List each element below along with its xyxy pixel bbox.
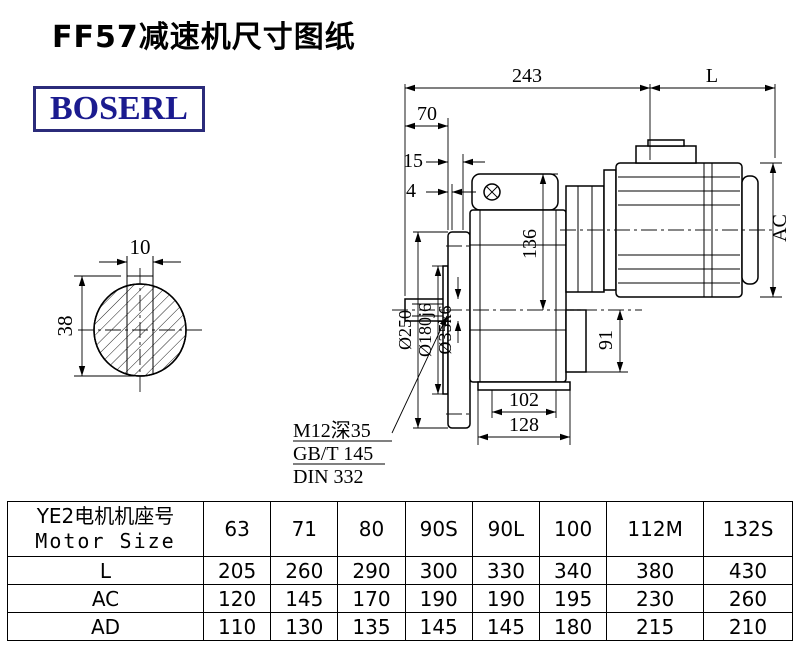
- housing-boss: [565, 309, 587, 373]
- main-view: [404, 139, 759, 429]
- table-cell: 260: [703, 584, 793, 613]
- dim-4: 4: [406, 180, 416, 202]
- motor-size-header-cn: YE2电机机座号: [36, 504, 175, 528]
- row-label: AD: [7, 612, 204, 641]
- table-cell: 260: [270, 556, 339, 585]
- dim-l: L: [706, 65, 718, 87]
- gearbox-housing: [469, 173, 587, 391]
- dim-ac: AC: [769, 214, 791, 242]
- motor-size-column: 90L: [471, 501, 541, 557]
- std-gb-note: GB/T 145: [293, 443, 373, 465]
- table-cell: 195: [539, 584, 608, 613]
- terminal-box: [635, 145, 697, 164]
- table-cell: 340: [539, 556, 608, 585]
- table-cell: 145: [404, 612, 473, 641]
- table-cell: 290: [337, 556, 406, 585]
- motor: [565, 139, 759, 298]
- dimensions: 243 L 70 15 4 10 38 AC 136 91 102 128 Ø2…: [53, 65, 791, 488]
- table-cell: 120: [202, 584, 272, 613]
- motor-dimension-table: YE2电机机座号 Motor Size 63 71 80 90S 90L 100…: [7, 501, 793, 641]
- table-cell: 380: [606, 556, 704, 585]
- table-cell: 130: [270, 612, 339, 641]
- motor-size-column: 90S: [404, 501, 473, 557]
- table-cell: 215: [606, 612, 704, 641]
- dim-128: 128: [509, 414, 539, 436]
- dia-flange-label: Ø250: [395, 310, 415, 350]
- table-cell: 110: [202, 612, 272, 641]
- table-cell: 330: [471, 556, 541, 585]
- table-cell: 190: [404, 584, 473, 613]
- std-din-note: DIN 332: [293, 466, 364, 488]
- table-cell: 180: [539, 612, 608, 641]
- table-cell: 190: [471, 584, 541, 613]
- table-row-AC: AC 120 145 170 190 190 195 230 260: [7, 584, 793, 613]
- page-title: FF57减速机尺寸图纸: [52, 20, 356, 55]
- tap-note-leader: [391, 315, 448, 434]
- table-row-AD: AD 110 130 135 145 145 180 215 210: [7, 612, 793, 641]
- table-row-L: L 205 260 290 300 330 340 380 430: [7, 556, 793, 585]
- table-cell: 230: [606, 584, 704, 613]
- dim-136: 136: [519, 229, 541, 259]
- dim-91: 91: [595, 330, 617, 350]
- dim-70: 70: [417, 103, 437, 125]
- motor-size-column: 71: [270, 501, 339, 557]
- table-cell: 145: [270, 584, 339, 613]
- motor-size-header-cell: YE2电机机座号 Motor Size: [7, 501, 204, 557]
- motor-size-column: 112M: [606, 501, 704, 557]
- motor-size-header-en: Motor Size: [35, 529, 176, 553]
- table-cell: 205: [202, 556, 272, 585]
- tap-note: M12深35: [293, 419, 371, 442]
- motor-size-column: 80: [337, 501, 406, 557]
- table-cell: 300: [404, 556, 473, 585]
- dim-38: 38: [53, 316, 77, 337]
- dim-10: 10: [130, 235, 151, 259]
- dim-15: 15: [403, 150, 423, 172]
- table-cell: 430: [703, 556, 793, 585]
- motor-size-column: 63: [202, 501, 272, 557]
- housing-bottom-plate: [477, 381, 571, 391]
- dim-243: 243: [512, 65, 542, 87]
- dim-102: 102: [509, 389, 539, 411]
- table-cell: 135: [337, 612, 406, 641]
- table-cell: 145: [471, 612, 541, 641]
- motor-size-column: 132S: [703, 501, 793, 557]
- row-label: AC: [7, 584, 204, 613]
- motor-size-column: 100: [539, 501, 608, 557]
- dimension-drawing: 243 L 70 15 4 10 38 AC 136 91 102 128 Ø2…: [53, 65, 791, 488]
- table-header-row: YE2电机机座号 Motor Size 63 71 80 90S 90L 100…: [7, 501, 793, 557]
- dia-shaft-label: Ø35k6: [435, 306, 455, 355]
- table-cell: 210: [703, 612, 793, 641]
- dia-spigot-label: Ø180j6: [415, 303, 435, 357]
- centerlines: [78, 229, 776, 392]
- motor-adapter: [565, 185, 605, 293]
- row-label: L: [7, 556, 204, 585]
- table-cell: 170: [337, 584, 406, 613]
- brand-logo: BOSERL: [33, 86, 205, 132]
